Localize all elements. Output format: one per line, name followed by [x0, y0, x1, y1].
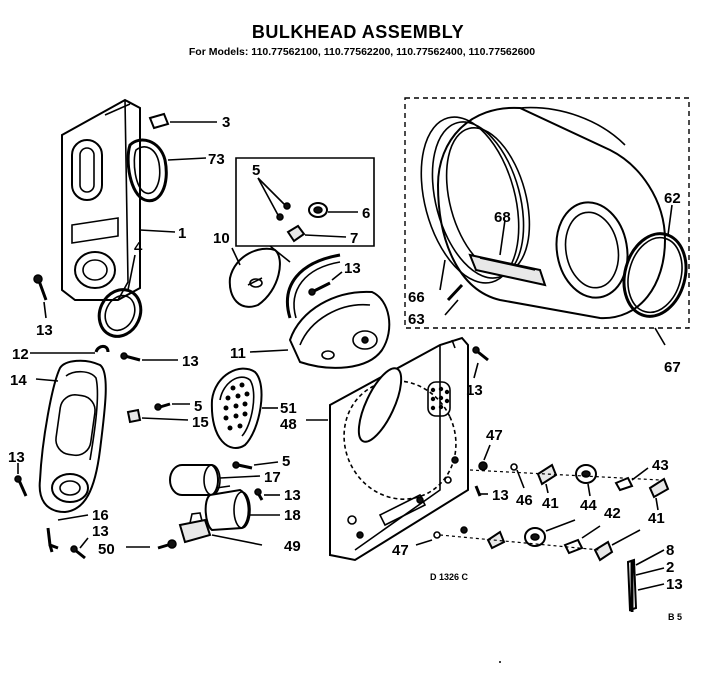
label-5-c: 5 — [282, 453, 290, 470]
corner-mark: B 5 — [668, 612, 682, 622]
label-67: 67 — [664, 359, 681, 376]
part-47-lower — [415, 526, 506, 550]
label-4: 4 — [134, 239, 143, 256]
part-labels: 3 73 1 4 13 5 6 7 10 13 66 63 68 62 67 1… — [8, 114, 683, 593]
part-12-clip — [30, 344, 178, 362]
screw-13-top — [308, 271, 343, 296]
label-41-b: 41 — [648, 510, 665, 527]
label-18: 18 — [284, 507, 301, 524]
label-11: 11 — [230, 345, 246, 362]
label-51: 51 — [280, 400, 297, 417]
label-5-a: 5 — [252, 162, 260, 179]
label-7: 7 — [350, 230, 358, 247]
label-1: 1 — [178, 225, 186, 242]
label-47-b: 47 — [392, 542, 409, 559]
part-49-bracket — [178, 512, 263, 546]
label-10: 10 — [213, 230, 230, 247]
screw-13-bulkhead — [472, 346, 489, 379]
models-line: For Models: 110.77562100, 110.77562200, … — [189, 46, 535, 58]
screw-13-left — [33, 274, 48, 319]
label-49: 49 — [284, 538, 301, 555]
part-11-duct — [249, 290, 391, 369]
part-73-seal — [126, 138, 207, 203]
parts-5-15 — [126, 402, 190, 424]
label-63: 63 — [408, 311, 425, 328]
part-17-blower — [169, 464, 261, 496]
label-48: 48 — [280, 416, 297, 433]
part-1-rear-panel — [61, 98, 141, 301]
part-14-lint-duct — [35, 359, 107, 514]
label-3: 3 — [222, 114, 230, 131]
part-18-housing — [204, 485, 280, 532]
label-46: 46 — [516, 492, 533, 509]
part-3-clip — [148, 112, 217, 130]
speck — [499, 661, 501, 663]
belt-arc — [285, 253, 341, 319]
label-42: 42 — [604, 505, 621, 522]
label-13-c: 13 — [182, 353, 199, 370]
label-14: 14 — [10, 372, 27, 389]
label-12: 12 — [12, 346, 29, 363]
label-43: 43 — [652, 457, 669, 474]
label-16: 16 — [92, 507, 109, 524]
label-66: 66 — [408, 289, 425, 306]
label-73: 73 — [208, 151, 225, 168]
screws-13-50 — [70, 537, 177, 560]
label-68: 68 — [494, 209, 511, 226]
label-13-f: 13 — [284, 487, 301, 504]
label-17: 17 — [264, 469, 281, 486]
label-50: 50 — [98, 541, 115, 558]
inset-box-5-6-7 — [235, 157, 375, 263]
screw-5-lower — [232, 461, 279, 470]
label-8: 8 — [666, 542, 674, 559]
belt-arc-inner — [293, 261, 341, 319]
label-41-a: 41 — [542, 495, 559, 512]
label-47-a: 47 — [486, 427, 503, 444]
parts-8-2-13 — [626, 549, 665, 612]
part-51-lint-screen — [210, 367, 278, 449]
label-13-b: 13 — [344, 260, 361, 277]
part-42-rollers — [524, 519, 641, 562]
label-15: 15 — [192, 414, 209, 431]
parts-43-41-right — [614, 467, 670, 511]
part-48-front-bulkhead — [306, 336, 469, 562]
label-2: 2 — [666, 559, 674, 576]
label-44: 44 — [580, 497, 597, 514]
label-13-i: 13 — [666, 576, 683, 593]
label-62: 62 — [664, 190, 681, 207]
drum-assembly-67 — [404, 97, 690, 346]
label-5-b: 5 — [194, 398, 202, 415]
diagram-code: D 1326 C — [430, 572, 469, 582]
label-13-g: 13 — [92, 523, 109, 540]
label-6: 6 — [362, 205, 370, 222]
page-title: BULKHEAD ASSEMBLY — [252, 22, 464, 42]
shaft-lines — [439, 469, 661, 551]
label-13-h: 13 — [492, 487, 509, 504]
label-13-d: 13 — [466, 382, 483, 399]
label-13-e: 13 — [8, 449, 25, 466]
label-13-a: 13 — [36, 322, 53, 339]
part-4-ring — [97, 254, 143, 338]
part-47-upper — [474, 444, 491, 497]
part-10-bracket — [228, 247, 281, 308]
screw-13-lower-left — [14, 463, 28, 497]
part-16 — [46, 514, 89, 553]
